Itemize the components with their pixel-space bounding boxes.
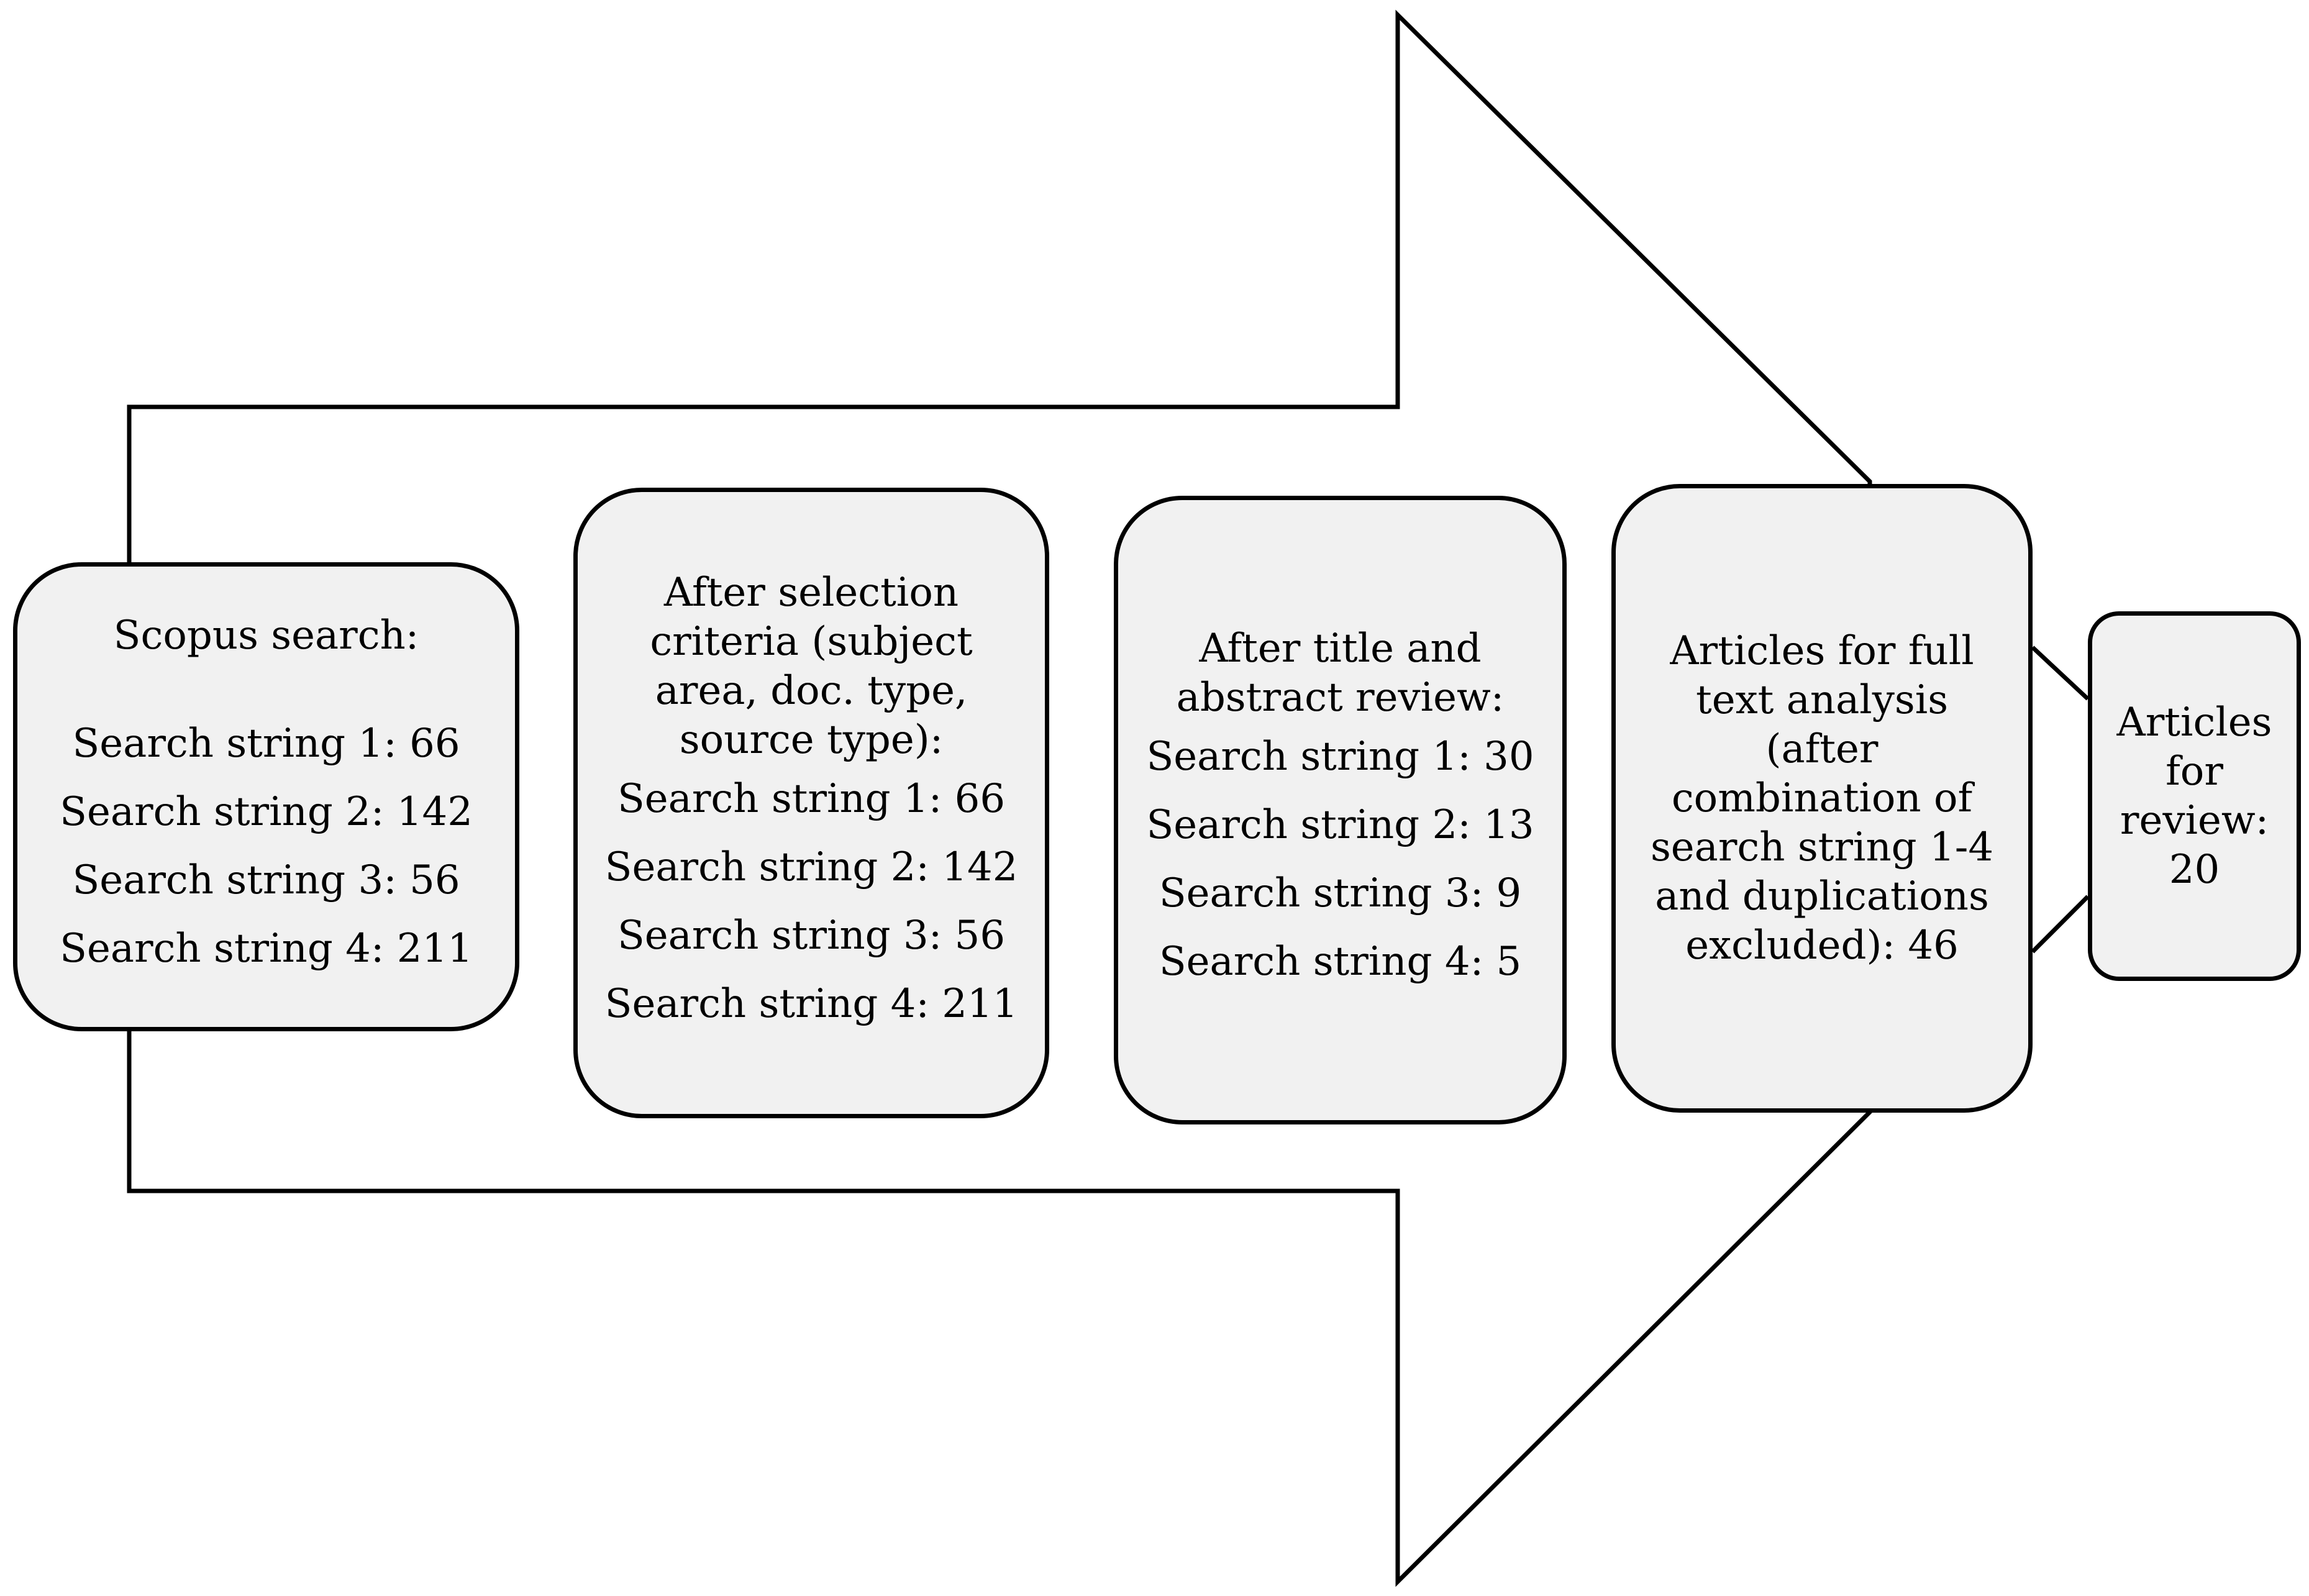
search-string-4-count: Search string 4: 211 [604,980,1018,1027]
search-string-3-count: Search string 3: 56 [72,857,460,903]
search-string-2-count: Search string 2: 142 [604,844,1018,890]
stage-text-line: and duplications [1655,873,1989,919]
stage-text-line: (after [1765,726,1879,772]
stage-heading-line: area, doc. type, [655,667,968,714]
search-string-2-count: Search string 2: 142 [60,788,473,835]
stage-heading-line: After title and [1199,626,1482,672]
stage-heading-line: criteria (subject [650,618,973,665]
search-string-4-count: Search string 4: 211 [60,925,473,972]
arrow-head-lower-edge [2031,895,2090,954]
search-string-1-count: Search string 1: 30 [1146,734,1534,780]
stage-title-abstract-review: After title and abstract review: Search … [1114,496,1567,1124]
stage-scopus-search: Scopus search: Search string 1: 66 Searc… [13,562,519,1031]
stage-text-line: Articles for full [1670,627,1974,674]
stage-full-text-analysis: Articles for full text analysis (after c… [1611,484,2033,1113]
stage-text-line: combination of [1671,775,1973,821]
stage-heading-line: After selection [663,569,959,616]
stage-heading-line: abstract review: [1176,675,1505,721]
stage-text-line: review: [2120,797,2269,844]
search-string-3-count: Search string 3: 9 [1159,870,1522,916]
stage-heading: Scopus search: [113,612,419,659]
arrow-head-upper-edge [2031,645,2090,701]
stage-heading-line: source type): [679,716,944,763]
search-string-1-count: Search string 1: 66 [72,720,460,767]
search-string-4-count: Search string 4: 5 [1159,939,1522,985]
search-string-1-count: Search string 1: 66 [617,775,1006,822]
stage-selection-criteria: After selection criteria (subject area, … [573,488,1049,1118]
stage-text-line: 20 [2169,846,2220,893]
stage-articles-for-review: Articles for review: 20 [2088,611,2301,981]
search-string-2-count: Search string 2: 13 [1146,802,1534,848]
stage-text-line: for [2166,748,2223,795]
stage-text-line: Articles [2116,699,2272,746]
search-string-3-count: Search string 3: 56 [617,912,1006,959]
stage-text-line: excluded): 46 [1685,922,1959,969]
stage-text-line: search string 1-4 [1650,824,1994,870]
stage-text-line: text analysis [1695,677,1949,723]
